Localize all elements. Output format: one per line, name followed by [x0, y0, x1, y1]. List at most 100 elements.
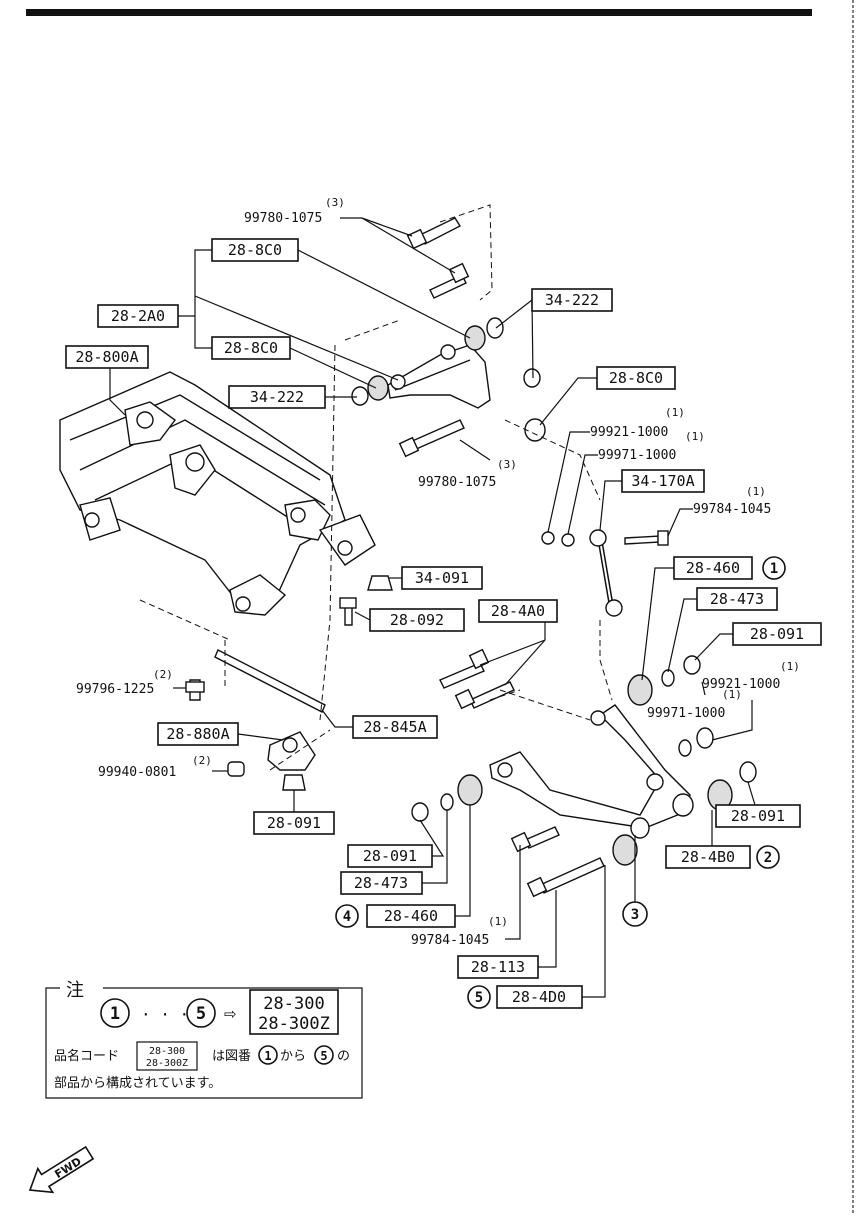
svg-text:5: 5 — [475, 990, 483, 1006]
part-number-99780-1075-top: 99780-1075 — [244, 211, 322, 226]
part-number-99784-1045-a: 99784-1045 — [693, 502, 771, 517]
svg-text:28-4D0: 28-4D0 — [512, 988, 566, 1006]
upper-arm-drawing — [351, 217, 546, 458]
part-code-28-473-b: 28-473 — [340, 871, 423, 895]
part-code-28-091-b: 28-091 — [253, 811, 335, 835]
callout-circle-5: 5 — [467, 985, 491, 1009]
callout-circle-1: 1 — [762, 556, 786, 580]
part-code-28-4B0: 28-4B0 — [665, 845, 751, 869]
svg-text:34-222: 34-222 — [545, 291, 599, 309]
lower-arm-drawing — [411, 648, 757, 898]
svg-text:2: 2 — [764, 850, 772, 866]
part-code-28-460-4: 28-460 — [366, 904, 456, 928]
svg-text:28-880A: 28-880A — [166, 725, 229, 743]
svg-text:34-222: 34-222 — [250, 388, 304, 406]
svg-text:28-473: 28-473 — [354, 874, 408, 892]
svg-text:1: 1 — [770, 561, 778, 577]
note-line2-mid: は図番 — [212, 1049, 251, 1064]
svg-text:28-845A: 28-845A — [363, 718, 426, 736]
note-line3: 部品から構成されています。 — [54, 1076, 221, 1091]
svg-text:28-4A0: 28-4A0 — [491, 602, 545, 620]
part-number-99921-1000-b: 99921-1000 — [702, 677, 780, 692]
svg-text:28-4B0: 28-4B0 — [681, 848, 735, 866]
qty-99971-a: (1) — [685, 430, 705, 443]
note-line2-circle-1: 1 — [258, 1045, 278, 1065]
note-small-codes-box: 28-300 28-300Z — [136, 1041, 198, 1071]
svg-text:28-300: 28-300 — [263, 994, 324, 1014]
qty-99940: (2) — [192, 754, 212, 767]
part-code-28-091-a: 28-091 — [732, 622, 822, 646]
note-range-dots: · · · — [141, 1005, 189, 1024]
part-number-99940-0801: 99940-0801 — [98, 765, 176, 780]
svg-text:28-091: 28-091 — [750, 625, 804, 643]
part-code-28-8C0-a: 28-8C0 — [211, 238, 299, 262]
svg-text:28-113: 28-113 — [471, 958, 525, 976]
qty-99784-a: (1) — [746, 485, 766, 498]
part-code-28-800A: 28-800A — [65, 345, 149, 369]
part-code-34-222-a: 34-222 — [531, 288, 613, 312]
part-code-28-8C0-b: 28-8C0 — [211, 336, 291, 360]
part-code-34-222-b: 34-222 — [228, 385, 326, 409]
note-line2-circle-5: 5 — [314, 1045, 334, 1065]
svg-text:28-460: 28-460 — [384, 907, 438, 925]
svg-text:28-8C0: 28-8C0 — [224, 339, 278, 357]
svg-text:28-091: 28-091 — [731, 807, 785, 825]
part-code-28-113: 28-113 — [457, 955, 539, 979]
note-heading: 注 — [66, 980, 84, 1001]
part-number-99796-1225: 99796-1225 — [76, 682, 154, 697]
qty-99971-b: (1) — [722, 688, 742, 701]
svg-text:1: 1 — [264, 1049, 271, 1063]
note-circle-end: 5 — [186, 998, 216, 1028]
svg-text:28-300: 28-300 — [149, 1046, 185, 1057]
part-code-28-4D0: 28-4D0 — [496, 985, 583, 1009]
part-code-28-473-a: 28-473 — [696, 587, 778, 611]
part-code-28-091-d: 28-091 — [715, 804, 801, 828]
callout-circle-2: 2 — [756, 845, 780, 869]
qty-99796: (2) — [153, 668, 173, 681]
part-code-28-092: 28-092 — [369, 608, 465, 632]
part-number-99784-1045-b: 99784-1045 — [411, 933, 489, 948]
svg-text:28-800A: 28-800A — [75, 348, 138, 366]
qty-99784-b: (1) — [488, 915, 508, 928]
callout-circle-3: 3 — [622, 901, 648, 927]
part-code-28-2A0: 28-2A0 — [97, 304, 179, 328]
qty-99921-a: (1) — [665, 406, 685, 419]
part-number-99780-1075-mid: 99780-1075 — [418, 475, 496, 490]
svg-text:28-092: 28-092 — [390, 611, 444, 629]
svg-text:4: 4 — [343, 909, 351, 925]
svg-text:5: 5 — [196, 1004, 206, 1024]
svg-text:28-300Z: 28-300Z — [258, 1014, 330, 1034]
svg-text:28-8C0: 28-8C0 — [228, 241, 282, 259]
part-number-99971-1000-b: 99971-1000 — [647, 706, 725, 721]
dashed-alignment-lines — [139, 204, 613, 771]
fwd-arrow-icon: FWD — [28, 1145, 95, 1194]
brace-and-mount-drawing — [185, 575, 393, 791]
note-circle-start: 1 — [100, 998, 130, 1028]
part-number-99971-1000-a: 99971-1000 — [598, 448, 676, 463]
note-line2-kara: から — [280, 1049, 306, 1064]
svg-text:28-8C0: 28-8C0 — [609, 369, 663, 387]
top-rule — [26, 9, 812, 16]
qty-99780-top: (3) — [325, 196, 345, 209]
part-code-28-091-c: 28-091 — [347, 844, 433, 868]
note-line2-prefix: 品名コード — [54, 1048, 119, 1064]
note-assembly-codes-box: 28-300 28-300Z — [249, 989, 339, 1035]
svg-text:34-091: 34-091 — [415, 569, 469, 587]
stabilizer-link-drawing — [541, 529, 669, 617]
svg-text:28-300Z: 28-300Z — [146, 1058, 188, 1069]
svg-text:28-460: 28-460 — [686, 559, 740, 577]
svg-text:28-473: 28-473 — [710, 590, 764, 608]
crossmember-drawing — [59, 371, 376, 616]
svg-text:5: 5 — [320, 1049, 327, 1063]
svg-text:3: 3 — [631, 907, 639, 923]
part-code-34-170A: 34-170A — [621, 469, 705, 493]
part-code-28-4A0: 28-4A0 — [478, 599, 558, 623]
note-arrow: ⇨ — [224, 1005, 237, 1023]
qty-99780-mid: (3) — [497, 458, 517, 471]
part-code-28-880A: 28-880A — [157, 722, 239, 746]
note-line2-suffix: の — [337, 1049, 350, 1064]
svg-text:28-091: 28-091 — [267, 814, 321, 832]
leader-lines — [109, 217, 756, 998]
